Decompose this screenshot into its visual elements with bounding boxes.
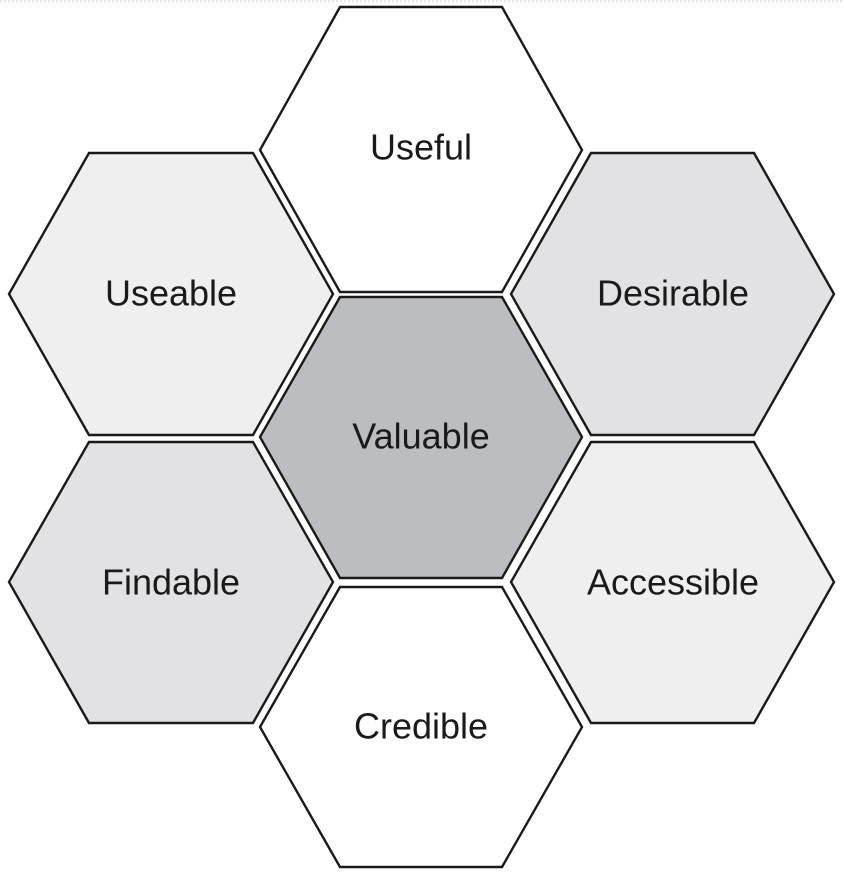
hexagon-credible-label: Credible xyxy=(354,706,488,747)
hexagon-valuable-label: Valuable xyxy=(352,416,489,457)
hexagon-accessible-shape xyxy=(509,440,836,725)
hexagon-desirable-shape xyxy=(509,151,836,437)
hexagon-useful-label: Useful xyxy=(370,127,472,168)
hexagon-valuable: Valuable xyxy=(258,295,584,580)
hexagon-findable-shape xyxy=(7,440,335,725)
hexagon-valuable-shape xyxy=(258,295,584,580)
hexagon-credible-shape xyxy=(258,585,584,869)
hexagon-accessible: Accessible xyxy=(509,440,836,725)
hexagon-accessible-label: Accessible xyxy=(587,562,759,603)
hexagon-useable-shape xyxy=(7,151,335,437)
hexagon-useable: Useable xyxy=(7,151,335,437)
hexagon-findable: Findable xyxy=(7,440,335,725)
hexagon-useable-label: Useable xyxy=(105,273,237,314)
hexagon-findable-label: Findable xyxy=(102,562,240,603)
hexagon-useful-shape xyxy=(258,5,584,294)
hexagon-credible: Credible xyxy=(258,585,584,869)
hexagon-useful: Useful xyxy=(258,5,584,294)
hexagon-desirable: Desirable xyxy=(509,151,836,437)
hexagon-desirable-label: Desirable xyxy=(597,273,749,314)
